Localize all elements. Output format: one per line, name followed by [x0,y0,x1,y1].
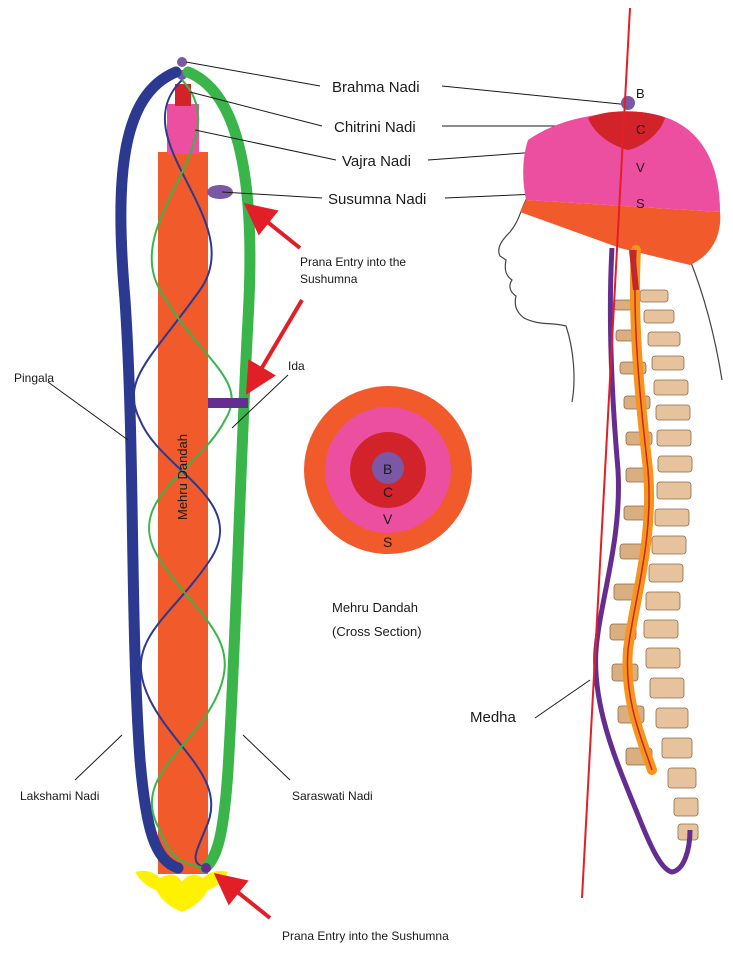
vertebra [652,356,684,370]
vertebra [649,564,683,582]
head-letter-s: S [636,196,645,211]
susumna-leader [222,192,322,198]
arrow-susumna [250,208,300,248]
vertebra [674,798,698,816]
vertebra [657,482,691,499]
brainstem [632,250,636,290]
head-letter-c: C [636,122,645,137]
vertebra [668,768,696,788]
label-cross-title: Mehru Dandah [332,600,418,615]
label-vajra-nadi: Vajra Nadi [342,153,411,170]
vajra-leader [195,130,336,160]
medha-leader [535,680,590,718]
vertebra [656,405,690,420]
vajra-leader-right [428,152,538,160]
prana-entry-bottom-dot [201,863,211,873]
arrow-bar [250,300,302,388]
vertebra [640,290,668,302]
vertebra [648,332,680,346]
label-prana-top-line2: Sushumna [300,272,358,286]
label-ida: Ida [288,359,305,373]
arrow-bottom [220,878,270,918]
label-prana-top-line1: Prana Entry into the [300,255,406,269]
ring-letter-v: V [383,511,393,527]
prana-entry-bar [208,398,248,408]
brahma-dot [177,57,187,67]
saraswati-leader [243,735,290,780]
ring-letter-c: C [383,484,393,500]
label-saraswati-nadi: Saraswati Nadi [292,789,373,803]
head-letter-b: B [636,86,645,101]
brahma-leader-right [442,86,630,105]
vajra-section [167,104,199,154]
vertebra [650,678,684,698]
label-cross-sub: (Cross Section) [332,624,422,639]
head-letter-v: V [636,160,645,175]
lotus-base [135,871,228,912]
label-chitrini-nadi: Chitrini Nadi [334,119,416,136]
head-and-spine: B C V S [499,8,722,898]
lakshami-leader [75,735,122,780]
vertebra [644,310,674,323]
chitrini-leader [190,92,322,126]
pingala-leader [48,382,128,440]
vertebra [656,708,688,728]
vertebra [654,380,688,395]
label-prana-bottom: Prana Entry into the Sushumna [282,929,449,943]
ring-letter-s: S [383,534,392,550]
vertebra [655,509,689,526]
vertebra [646,648,680,668]
ring-letter-b: B [383,461,392,477]
label-lakshami-nadi: Lakshami Nadi [20,789,99,803]
label-pingala: Pingala [14,371,54,385]
label-medha: Medha [470,709,517,726]
vertebra [646,592,680,610]
cross-section: B C V S [304,386,472,554]
vertebra [652,536,686,554]
label-brahma-nadi: Brahma Nadi [332,79,420,96]
mehru-dandah-vertical-label: Mehru Dandah [175,434,190,520]
vertebra [658,456,692,472]
susumna-leader-right [445,194,538,198]
label-susumna-nadi: Susumna Nadi [328,191,426,208]
back-outline [690,260,722,380]
vertebra [644,620,678,638]
vertebra [662,738,692,758]
mehru-dandah-column: Mehru Dandah [121,57,250,912]
vertebra [657,430,691,446]
head-layer-b [621,96,635,110]
